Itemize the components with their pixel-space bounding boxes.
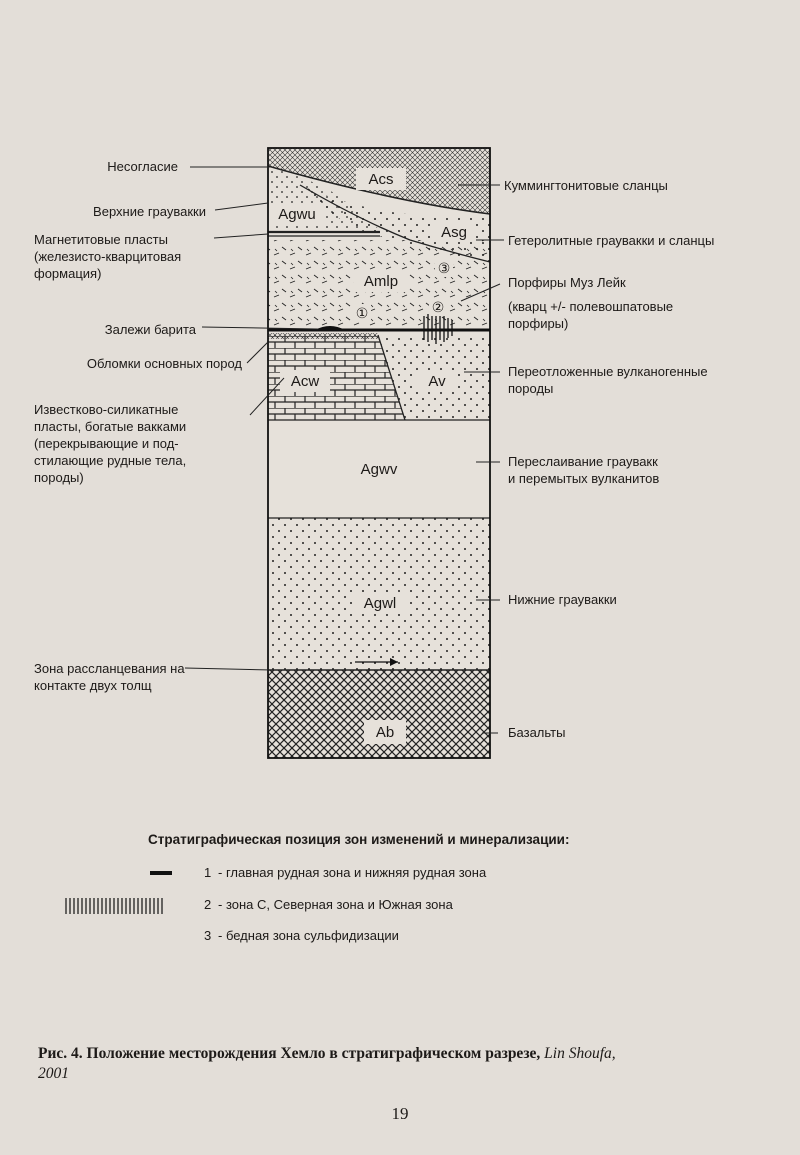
label-lower-greywackes: Нижние граувакки <box>508 592 617 607</box>
legend-title: Стратиграфическая позиция зон изменений … <box>148 832 569 847</box>
mineralization-legend: Стратиграфическая позиция зон изменений … <box>66 832 569 943</box>
label-redeposited-2: породы <box>508 381 553 396</box>
legend-text-3: - бедная зона сульфидизации <box>218 928 399 943</box>
label-magnetite-2: (железисто-кварцитовая <box>34 249 181 264</box>
label-shear-zone-1: Зона рассланцевания на <box>34 661 185 676</box>
legend-num-3: 3 <box>204 928 211 943</box>
unit-label-acw: Acw <box>291 373 320 390</box>
unit-label-agwl: Agwl <box>364 595 397 612</box>
label-interbedding-1: Переслаивание граувакк <box>508 454 658 469</box>
label-calc-silicate-2: пласты, богатые вакками <box>34 419 186 434</box>
unit-label-acs: Acs <box>368 171 393 188</box>
label-cummingtonite: Куммингтонитовые сланцы <box>504 178 668 193</box>
unit-label-amlp: Amlp <box>364 273 398 290</box>
label-redeposited-1: Переотложенные вулканогенные <box>508 364 708 379</box>
legend-text-1: - главная рудная зона и нижняя рудная зо… <box>218 865 487 880</box>
label-calc-silicate-4: стилающие рудные тела, <box>34 453 186 468</box>
zone-marker-1: ① <box>356 306 369 322</box>
page-number: 19 <box>0 1104 800 1124</box>
label-basic-fragments: Обломки основных пород <box>87 356 243 371</box>
label-basalts: Базальты <box>508 725 565 740</box>
unit-label-ab: Ab <box>376 724 394 741</box>
label-porphyry-3: порфиры) <box>508 316 568 331</box>
unit-label-agwv: Agwv <box>361 461 398 478</box>
figure-caption: Рис. 4. Положение месторождения Хемло в … <box>38 1044 778 1084</box>
stratigraphic-column: Acs Agwu Asg Amlp Acw Av Agwv Agwl Ab ① … <box>268 148 490 758</box>
label-heterolithic: Гетеролитные граувакки и сланцы <box>508 233 714 248</box>
legend-text-2: - зона С, Северная зона и Южная зона <box>218 897 454 912</box>
caption-year: 2001 <box>38 1065 69 1082</box>
right-labels: Куммингтонитовые сланцы Гетеролитные гра… <box>504 178 714 740</box>
label-unconformity: Несогласие <box>107 159 178 174</box>
label-shear-zone-2: контакте двух толщ <box>34 678 152 693</box>
caption-main: Рис. 4. Положение месторождения Хемло в … <box>38 1045 544 1062</box>
label-calc-silicate-1: Известково-силикатные <box>34 402 178 417</box>
label-porphyry-1: Порфиры Муз Лейк <box>508 275 626 290</box>
left-labels: Несогласие Верхние граувакки Магнетитовы… <box>34 159 242 693</box>
label-calc-silicate-3: (перекрывающие и под- <box>34 436 179 451</box>
label-magnetite-1: Магнетитовые пласты <box>34 232 168 247</box>
label-interbedding-2: и перемытых вулканитов <box>508 471 659 486</box>
unit-ab-fill <box>268 670 490 758</box>
legend-swatch-1 <box>150 871 172 875</box>
unit-label-agwu: Agwu <box>278 206 316 223</box>
caption-author: Lin Shoufa, <box>544 1045 615 1062</box>
unit-label-av: Av <box>428 373 446 390</box>
label-upper-greywackes: Верхние граувакки <box>93 204 206 219</box>
label-magnetite-3: формация) <box>34 266 101 281</box>
unit-label-asg: Asg <box>441 224 467 241</box>
label-porphyry-2: (кварц +/- полевошпатовые <box>508 299 673 314</box>
label-barite: Залежи барита <box>105 322 197 337</box>
label-calc-silicate-5: породы) <box>34 470 84 485</box>
zone-marker-3: ③ <box>438 261 451 277</box>
legend-num-1: 1 <box>204 865 211 880</box>
legend-swatch-2 <box>66 898 162 914</box>
legend-num-2: 2 <box>204 897 211 912</box>
zone-marker-2: ② <box>432 300 445 316</box>
